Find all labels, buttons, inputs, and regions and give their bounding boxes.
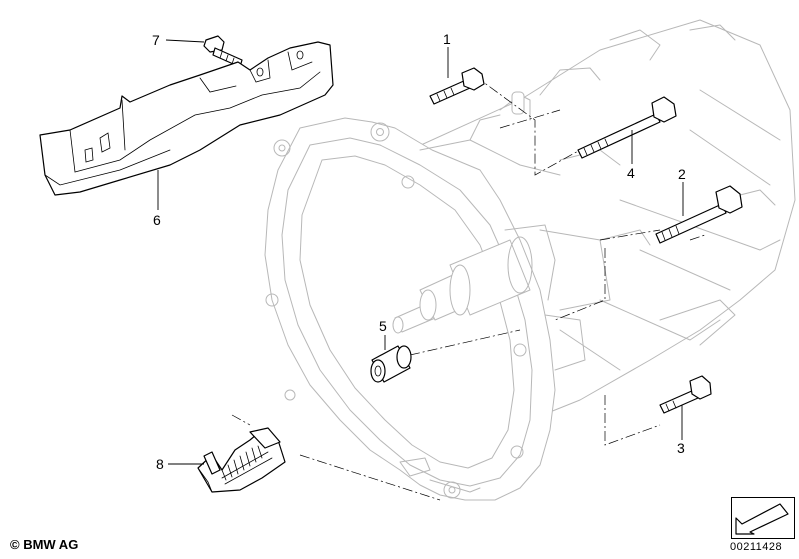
callout-3[interactable]: 3 (677, 440, 685, 456)
leader-lines (157, 39, 684, 465)
callout-1[interactable]: 1 (443, 31, 451, 47)
part-2-bolt[interactable] (655, 185, 743, 244)
part-7-bolt[interactable] (203, 35, 243, 68)
part-8-bracket[interactable] (197, 427, 286, 493)
callout-6[interactable]: 6 (153, 212, 161, 228)
callout-2[interactable]: 2 (678, 166, 686, 182)
part-5-bushing[interactable] (370, 345, 412, 383)
navigation-box[interactable] (731, 497, 795, 539)
arrow-southwest-icon (735, 503, 789, 535)
part-1-bolt[interactable] (429, 67, 485, 105)
part-3-bolt[interactable] (659, 375, 712, 414)
document-number: 00211428 (730, 541, 783, 553)
callout-labels: 7 6 1 4 2 3 5 8 (152, 31, 686, 472)
callout-7[interactable]: 7 (152, 32, 160, 48)
part-6-heat-shield[interactable] (39, 41, 334, 196)
part-4-bolt[interactable] (577, 96, 677, 159)
transmission-housing (264, 19, 796, 501)
callout-8[interactable]: 8 (156, 456, 164, 472)
callout-5[interactable]: 5 (379, 318, 387, 334)
copyright-text: © BMW AG (10, 537, 79, 552)
callout-4[interactable]: 4 (627, 165, 635, 181)
